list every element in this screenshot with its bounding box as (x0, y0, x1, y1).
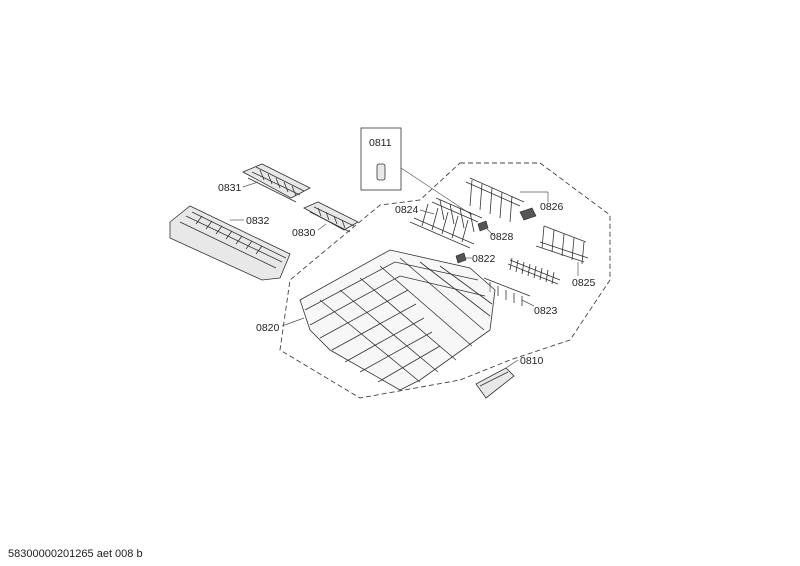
part-0831[interactable]: 0831 (218, 163, 311, 203)
label-0826: 0826 (540, 201, 564, 213)
label-0820: 0820 (256, 322, 280, 334)
label-0831: 0831 (218, 182, 242, 194)
label-0832: 0832 (246, 215, 270, 227)
part-0828[interactable]: 0828 (477, 207, 537, 243)
part-0822[interactable]: 0822 (455, 252, 496, 265)
part-0820[interactable]: 0820 (256, 249, 496, 391)
part-0830[interactable]: 0830 (292, 201, 359, 239)
part-0811[interactable]: 0811 (360, 127, 473, 216)
label-0824: 0824 (395, 204, 419, 216)
part-0824[interactable]: 0824 (395, 197, 483, 249)
document-id: 58300000201265 aet 008 b (8, 548, 143, 560)
label-0811: 0811 (369, 137, 392, 149)
assembly-outline (279, 162, 611, 399)
label-0810: 0810 (520, 355, 544, 367)
part-0832[interactable]: 0832 (169, 205, 291, 281)
part-0826[interactable]: 0826 (465, 177, 564, 223)
label-0828: 0828 (490, 231, 514, 243)
part-0810[interactable]: 0810 (475, 355, 544, 399)
label-0823: 0823 (534, 305, 558, 317)
label-0822: 0822 (472, 253, 496, 265)
label-0825: 0825 (572, 277, 596, 289)
part-0823[interactable]: 0823 (483, 257, 561, 317)
part-0825[interactable]: 0825 (535, 225, 596, 289)
label-0830: 0830 (292, 227, 316, 239)
